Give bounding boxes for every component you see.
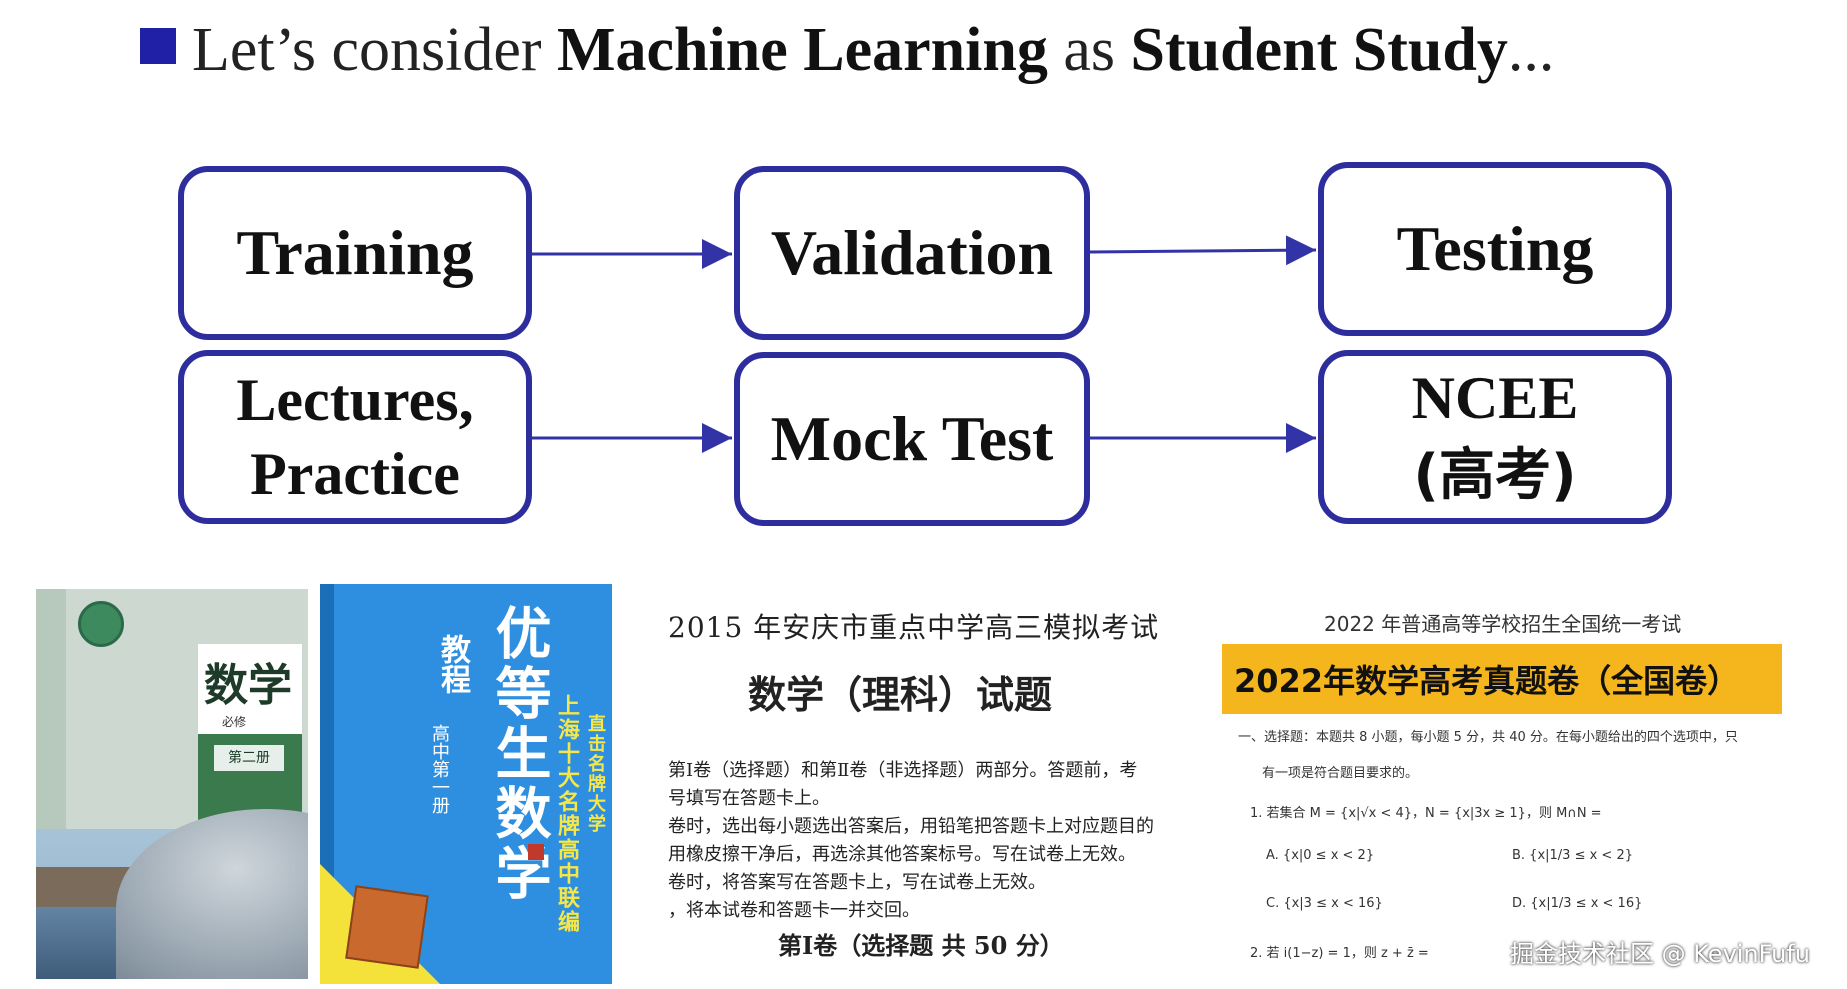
slide-title: Let’s consider Machine Learning as Stude… (192, 8, 1554, 92)
exam1-line: 第Ⅰ卷（选择题）和第Ⅱ卷（非选择题）两部分。答题前，考 (668, 760, 1138, 781)
mock-exam-paper-image: 2015 年安庆市重点中学高三模拟考试 数学（理科）试题 第Ⅰ卷（选择题）和第Ⅱ… (648, 580, 1208, 980)
gaokao-exam-paper-image: 2022 年普通高等学校招生全国统一考试 2022年数学高考真题卷（全国卷） 一… (1222, 592, 1792, 984)
book1-volume: 第二册 (214, 745, 284, 771)
arrow-validation-testing (1089, 235, 1317, 266)
label-ncee: NCEE (高考) (1412, 360, 1579, 514)
box-testing: Testing (1318, 162, 1672, 336)
cube-icon (345, 885, 429, 969)
book1-title: 数学 (204, 660, 292, 711)
exam2-option: B. {x|1/3 ≤ x < 2} (1512, 848, 1633, 863)
watermark: 掘金技术社区 @ KevinFufu (1510, 940, 1811, 968)
title-term-machine-learning: Machine Learning (557, 16, 1048, 84)
exam2-question: 1. 若集合 M = {x|√x < 4}，N = {x|3x ≥ 1}，则 M… (1250, 806, 1602, 821)
box-validation: Validation (734, 166, 1090, 340)
exam2-option: D. {x|1/3 ≤ x < 16} (1512, 896, 1643, 911)
exam1-subject: 数学（理科）试题 (748, 672, 1053, 717)
title-middle: as (1047, 16, 1131, 84)
label-mock-test: Mock Test (770, 403, 1054, 474)
exam1-line: 卷时，将答案写在答题卡上，写在试卷上无效。 (668, 872, 1046, 893)
textbook-cover-image: 数学 必修 第二册 (36, 589, 308, 979)
box-mock-test: Mock Test (734, 352, 1090, 526)
seal-icon (528, 844, 544, 860)
exam2-line: 有一项是符合题目要求的。 (1262, 766, 1419, 781)
exam2-option: A. {x|0 ≤ x < 2} (1266, 848, 1375, 863)
book2-kicker: 教程 (435, 634, 470, 694)
exam2-banner (1222, 644, 1782, 714)
exam2-top: 2022 年普通高等学校招生全国统一考试 (1324, 612, 1682, 636)
box-ncee: NCEE (高考) (1318, 350, 1672, 524)
label-ncee-latin: NCEE (1411, 365, 1579, 431)
exam1-section: 第Ⅰ卷（选择题 共 50 分） (778, 931, 1064, 960)
box-training: Training (178, 166, 532, 340)
exam1-line: 卷时，选出每小题选出答案后，用铅笔把答题卡上对应题目的 (668, 816, 1154, 837)
exam2-option: C. {x|3 ≤ x < 16} (1266, 896, 1383, 911)
book1-subtitle: 必修 (222, 715, 247, 729)
exam1-title: 2015 年安庆市重点中学高三模拟考试 (668, 611, 1160, 644)
label-testing: Testing (1396, 213, 1594, 284)
title-suffix: ... (1507, 16, 1555, 84)
title-prefix: Let’s consider (192, 16, 558, 84)
label-lectures-practice: Lectures, Practice (236, 367, 474, 507)
label-validation: Validation (770, 217, 1054, 288)
exam2-banner-text: 2022年数学高考真题卷（全国卷） (1234, 662, 1740, 700)
book2-series2: 直击名牌大学 (585, 714, 606, 834)
label-ncee-cjk: (高考) (1413, 443, 1577, 508)
box-lectures-practice: Lectures, Practice (178, 350, 532, 524)
exam2-question: 2. 若 i(1−z) = 1，则 z + z̄ = (1250, 946, 1429, 961)
book2-title: 优等生数学 (486, 604, 551, 904)
book2-grade: 高中第一册 (429, 724, 450, 814)
bullet-square (140, 28, 176, 64)
exam1-line: 号填写在答题卡上。 (668, 788, 830, 809)
practice-book-cover-image: 优等生数学 教程 高中第一册 上海十大名牌高中联编 直击名牌大学 (320, 584, 612, 984)
book2-series: 上海十大名牌高中联编 (554, 694, 579, 934)
emblem-icon (78, 601, 124, 647)
exam2-line: 一、选择题：本题共 8 小题，每小题 5 分，共 40 分。在每小题给出的四个选… (1238, 730, 1738, 745)
exam1-line: ，将本试卷和答题卡一并交回。 (668, 900, 920, 921)
exam1-line: 用橡皮擦干净后，再选涂其他答案标号。写在试卷上无效。 (668, 844, 1136, 865)
opera-dome-graphic (116, 809, 308, 979)
label-training: Training (236, 217, 474, 288)
title-term-student-study: Student Study (1130, 16, 1508, 84)
